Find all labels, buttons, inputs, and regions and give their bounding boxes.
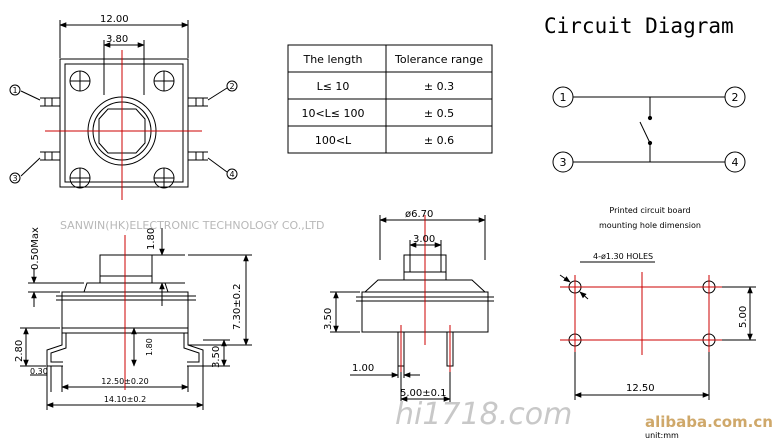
side-height-label: 7.30±0.2 xyxy=(232,283,243,330)
side-lead-height-label: 1.80 xyxy=(145,338,154,356)
alibaba-watermark: alibaba.com.cn xyxy=(645,413,773,431)
side-overall-label: 14.10±0.2 xyxy=(104,395,146,404)
top-width-label: 12.00 xyxy=(100,14,129,25)
pcb-centerlines xyxy=(560,272,722,355)
top-pin-4: 4 xyxy=(229,170,234,179)
pcb-title-line-2: mounting hole dimension xyxy=(599,221,701,230)
side-lead-bend-label: 3.50 xyxy=(211,346,222,368)
pcb-pitch-y-label: 5.00 xyxy=(738,306,749,328)
circuit-schematic xyxy=(552,86,746,173)
front-body-height-label: 3.50 xyxy=(323,308,334,330)
table-header-length: The length xyxy=(302,53,362,66)
table-cell-length-2: 10<L≤ 100 xyxy=(301,107,364,120)
side-max-label: 0.50Max xyxy=(30,227,41,270)
front-diameter-label: ø6.70 xyxy=(405,209,433,220)
side-base-label: 2.80 xyxy=(14,340,25,362)
circuit-pin-2: 2 xyxy=(732,91,739,104)
top-pin-1: 1 xyxy=(12,86,17,95)
top-pin-3: 3 xyxy=(12,174,17,183)
company-watermark: SANWIN(HK)ELECTRONIC TECHNOLOGY CO.,LTD xyxy=(60,219,325,232)
pcb-holes-label: 4-ø1.30 HOLES xyxy=(593,252,653,261)
table-cell-length-1: L≤ 10 xyxy=(317,80,350,93)
pcb-unit-label: unit:mm xyxy=(645,431,679,440)
pcb-layout xyxy=(559,261,756,400)
table-cell-length-3: 100<L xyxy=(315,134,352,147)
site-watermark: hi1718.com xyxy=(395,397,572,432)
front-stem-label: 3.00 xyxy=(413,234,435,245)
circuit-pin-3: 3 xyxy=(560,156,567,169)
top-pin-2: 2 xyxy=(229,82,234,91)
table-cell-tolerance-2: ± 0.5 xyxy=(424,107,454,120)
front-view-centerlines xyxy=(400,215,451,372)
pcb-title-line-1: Printed circuit board xyxy=(609,206,690,215)
circuit-diagram-title: Circuit Diagram xyxy=(544,14,734,38)
top-view-centerlines xyxy=(45,50,202,200)
circuit-pin-1: 1 xyxy=(560,91,567,104)
table-cell-tolerance-3: ± 0.6 xyxy=(424,134,454,147)
front-lead-label: 1.00 xyxy=(352,363,374,374)
top-inner-label: 3.80 xyxy=(106,34,128,45)
tolerance-table xyxy=(287,44,493,154)
front-view xyxy=(330,215,494,404)
side-actuator-label: 1.80 xyxy=(146,228,157,250)
circuit-pin-4: 4 xyxy=(732,156,739,169)
table-header-tolerance: Tolerance range xyxy=(394,53,483,66)
pcb-pitch-x-label: 12.50 xyxy=(626,383,655,394)
side-pitch-label: 12.50±0.20 xyxy=(101,377,148,386)
table-cell-tolerance-1: ± 0.3 xyxy=(424,80,454,93)
front-pitch-label: 5.00±0.1 xyxy=(400,388,447,399)
side-lead-offset-label: 0.30 xyxy=(30,367,48,376)
top-view xyxy=(9,20,238,189)
